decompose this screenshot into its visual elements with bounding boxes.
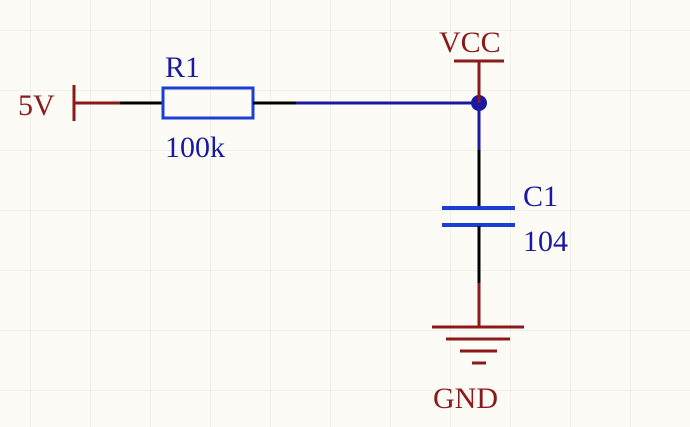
resistor-r1-value: 100k: [165, 131, 225, 164]
resistor-r1-body: [161, 86, 255, 120]
resistor-r1[interactable]: R1 100k: [120, 51, 296, 164]
power-port-vcc[interactable]: VCC: [439, 26, 504, 103]
ground-port[interactable]: GND: [432, 283, 524, 415]
power-port-vcc-label: VCC: [439, 26, 501, 59]
capacitor-c1-value: 104: [523, 225, 568, 258]
power-port-5v-label: 5V: [18, 89, 55, 122]
resistor-r1-designator: R1: [165, 51, 200, 84]
capacitor-c1[interactable]: C1 104: [442, 150, 568, 283]
ground-port-label: GND: [433, 382, 498, 415]
capacitor-c1-designator: C1: [523, 180, 558, 213]
power-port-5v[interactable]: 5V: [18, 85, 120, 122]
